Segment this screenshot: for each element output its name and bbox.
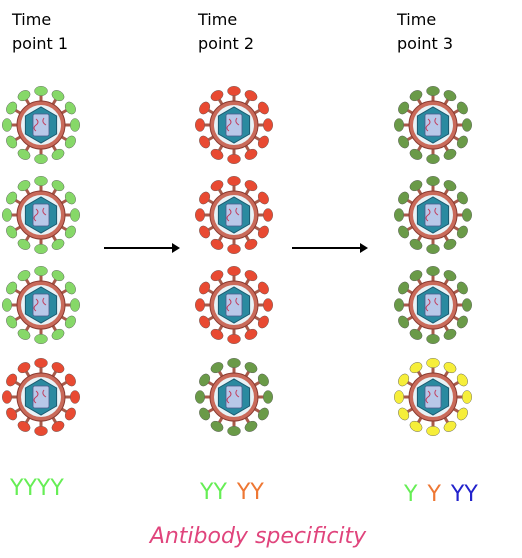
time-point-2-line2: point 2: [198, 34, 255, 53]
antibody-label: YY: [450, 482, 478, 507]
virus-red: [193, 174, 275, 256]
antibody-label: YY: [200, 480, 227, 505]
antibody-label: Y: [427, 482, 441, 507]
antibody-label: Y: [404, 482, 418, 507]
virus-dark-green: [392, 174, 474, 256]
virus-red: [0, 356, 82, 438]
virus-light-green: [0, 174, 82, 256]
virus-red: [193, 264, 275, 346]
virus-dark-green: [392, 264, 474, 346]
antibody-group-2: YY YY: [200, 480, 274, 505]
arrow-right-icon: [104, 243, 180, 253]
virus-dark-green: [193, 356, 275, 438]
time-point-2-label: Time point 2: [198, 8, 254, 56]
virus-light-green: [0, 264, 82, 346]
time-point-3-label: Time point 3: [397, 8, 453, 56]
time-point-3-line2: point 3: [397, 34, 454, 53]
time-point-1-line1: Time: [12, 10, 52, 29]
antibody-label: YY: [236, 480, 264, 505]
virus-dark-green: [392, 84, 474, 166]
arrow-right-icon: [292, 243, 368, 253]
virus-red: [193, 84, 275, 166]
time-point-1-line2: point 1: [12, 34, 69, 53]
time-point-2-line1: Time: [198, 10, 238, 29]
antibody-group-1: YYYY: [10, 476, 74, 501]
virus-light-green: [0, 84, 82, 166]
time-point-1-label: Time point 1: [12, 8, 68, 56]
caption: Antibody specificity: [149, 524, 367, 549]
virus-yellow: [392, 356, 474, 438]
time-point-3-line1: Time: [397, 10, 437, 29]
antibody-label: YYYY: [10, 476, 64, 501]
